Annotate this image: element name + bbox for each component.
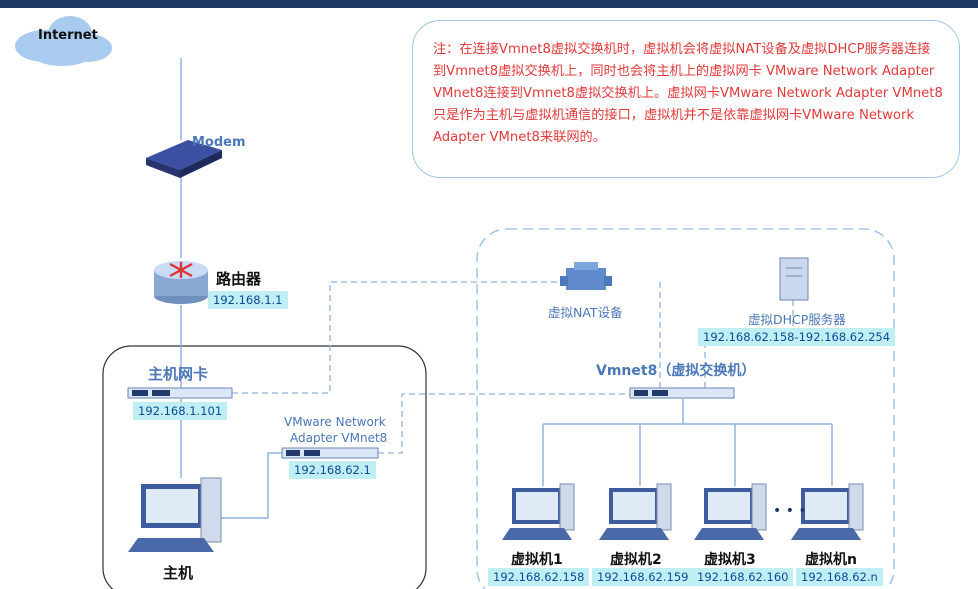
vm2-label: 虚拟机2 — [610, 552, 662, 568]
vmn-ip: 192.168.62.n — [796, 568, 883, 586]
explanation-note: 注：在连接Vmnet8虚拟交换机时，虚拟机会将虚拟NAT设备及虚拟DHCP服务器… — [412, 20, 960, 178]
host-computer-icon — [128, 477, 222, 552]
vm3-computer-icon — [694, 483, 767, 540]
vmnet8-adapter-label-1: VMware Network — [284, 415, 386, 429]
host-label: 主机 — [163, 564, 194, 582]
vm3-label: 虚拟机3 — [704, 552, 756, 568]
router-ip: 192.168.1.1 — [208, 291, 288, 309]
vm2-ip: 192.168.62.159 — [592, 568, 694, 586]
vm1-ip: 192.168.62.158 — [488, 568, 590, 586]
vmn-label: 虚拟机n — [805, 552, 857, 568]
vm2-computer-icon — [599, 483, 672, 540]
vm3-ip: 192.168.62.160 — [692, 568, 794, 586]
vmnet8-switch-icon — [629, 387, 735, 399]
internet-cloud-icon — [15, 16, 112, 66]
host-nic-icon — [127, 387, 233, 399]
vmnet8-adapter-label-2: Adapter VMnet8 — [290, 431, 388, 445]
vmn-computer-icon — [791, 483, 864, 540]
nat-device-icon — [560, 262, 612, 290]
host-nic-label: 主机网卡 — [148, 365, 209, 383]
top-bar — [0, 0, 978, 8]
dhcp-ip-range: 192.168.62.158-192.168.62.254 — [698, 328, 896, 346]
dhcp-server-icon — [779, 257, 809, 301]
internet-label: Internet — [38, 28, 98, 43]
host-nic-ip: 192.168.1.101 — [133, 402, 228, 420]
vm1-label: 虚拟机1 — [511, 552, 563, 568]
virtual-network-boundary — [476, 228, 895, 589]
adapter-host-link — [210, 452, 282, 519]
modem-label: Modem — [192, 135, 246, 150]
nic-nat-dashed-link — [232, 281, 560, 394]
vm1-computer-icon — [502, 483, 575, 540]
vmnet8-switch-label: Vmnet8（虚拟交换机） — [596, 363, 756, 379]
router-icon — [154, 261, 208, 304]
router-label: 路由器 — [216, 270, 262, 288]
adapter-switch-dashed-link — [378, 393, 630, 454]
vmnet8-adapter-ip: 192.168.62.1 — [289, 461, 376, 479]
vm-ellipsis: • • • — [773, 503, 807, 519]
dhcp-label: 虚拟DHCP服务器 — [748, 312, 846, 327]
vmnet8-adapter-icon — [281, 447, 379, 459]
modem-icon — [146, 140, 222, 178]
host-boundary — [102, 345, 427, 589]
nat-label: 虚拟NAT设备 — [548, 305, 623, 320]
